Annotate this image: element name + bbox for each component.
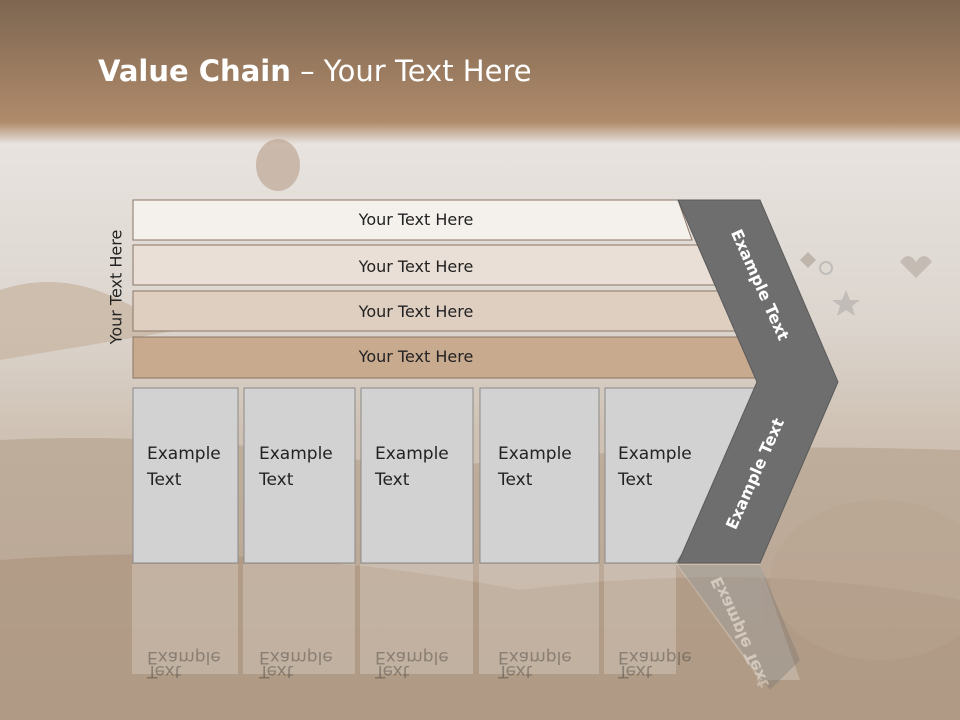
column-3-line1: Example [375,444,449,464]
title-rest: – Your Text Here [290,54,532,88]
chevron-reflection: Example Text [678,565,800,691]
column-3[interactable] [360,387,474,564]
column-4[interactable] [479,387,600,564]
reflection-text-3b: Text [374,661,410,681]
column-4-line1: Example [498,444,572,464]
reflection-text-1: Example [147,647,221,667]
slide-title: Value Chain – Your Text Here [98,54,532,88]
column-1-line2: Text [146,470,182,490]
band-4-text: Your Text Here [358,347,474,366]
column-5-line2: Text [617,470,653,490]
band-3-text: Your Text Here [358,302,474,321]
title-bold: Value Chain [98,54,291,88]
column-5-line1: Example [618,444,692,464]
column-3-line2: Text [374,470,410,490]
reflection-text-4b: Text [497,661,533,681]
reflection-text: Example Text Example Text Example Text E… [146,647,692,681]
reflection-text-2: Example [259,647,333,667]
column-2-line2: Text [258,470,294,490]
reflection-text-5: Example [618,647,692,667]
band-1-text: Your Text Here [358,210,474,229]
column-2-line1: Example [259,444,333,464]
reflection-text-4: Example [498,647,572,667]
reflection-text-2b: Text [258,661,294,681]
column-4-line2: Text [497,470,533,490]
band-1[interactable] [132,199,693,241]
band-2-text: Your Text Here [358,257,474,276]
reflection [132,564,800,680]
column-2[interactable] [243,387,356,564]
chevron-arrow[interactable] [677,199,839,564]
reflection-text-1b: Text [146,661,182,681]
reflection-text-3: Example [375,647,449,667]
reflection-text-5b: Text [617,661,653,681]
column-1[interactable] [132,387,239,564]
column-1-line1: Example [147,444,221,464]
